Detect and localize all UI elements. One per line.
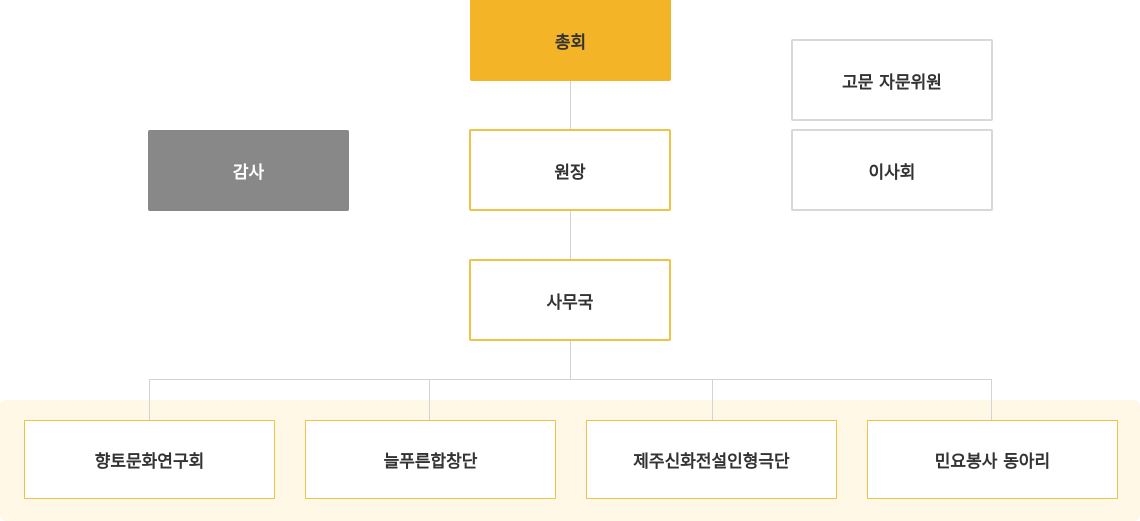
secretariat-node: 사무국 (469, 259, 671, 341)
connector-assembly-director (570, 80, 571, 130)
general-assembly-node: 총회 (470, 0, 671, 81)
connector-horizontal (149, 379, 992, 380)
connector-unit-3 (712, 379, 713, 420)
connector-unit-2 (429, 379, 430, 420)
connector-secretariat-down (570, 340, 571, 379)
board-node: 이사회 (791, 129, 993, 211)
connector-unit-4 (991, 379, 992, 420)
secretariat-label: 사무국 (546, 292, 594, 313)
unit-label: 제주신화전설인형극단 (633, 452, 790, 472)
unit-folk-song-volunteer-club: 민요봉사 동아리 (867, 420, 1118, 499)
unit-evergreen-choir: 늘푸른합창단 (305, 420, 556, 499)
auditor-label: 감사 (232, 163, 265, 183)
connector-director-secretariat (570, 210, 571, 260)
director-label: 원장 (554, 162, 586, 183)
director-node: 원장 (469, 129, 671, 211)
unit-label: 늘푸른합창단 (383, 452, 478, 472)
connector-unit-1 (149, 379, 150, 420)
auditor-node: 감사 (148, 130, 349, 211)
unit-label: 향토문화연구회 (94, 452, 205, 472)
advisory-committee-label: 고문 자문위원 (842, 72, 942, 93)
unit-local-culture-research: 향토문화연구회 (24, 420, 275, 499)
advisory-committee-node: 고문 자문위원 (791, 39, 993, 121)
board-label: 이사회 (868, 162, 916, 183)
unit-jeju-myth-puppet-troupe: 제주신화전설인형극단 (586, 420, 837, 499)
unit-label: 민요봉사 동아리 (934, 452, 1051, 472)
general-assembly-label: 총회 (554, 33, 587, 53)
